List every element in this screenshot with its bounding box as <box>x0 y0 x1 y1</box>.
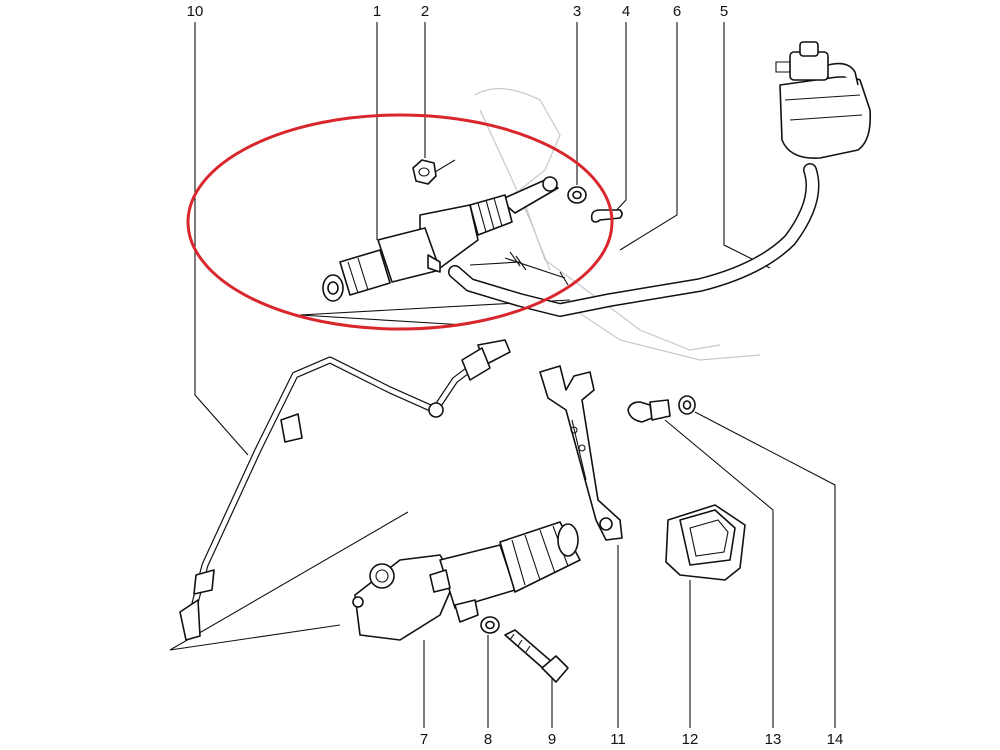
callout-10: 10 <box>187 3 204 20</box>
callout-1: 1 <box>373 3 381 20</box>
callout-14: 14 <box>827 731 844 748</box>
callout-9: 9 <box>548 731 556 748</box>
fluid-reservoir <box>775 41 872 159</box>
washer-3 <box>567 186 587 204</box>
callout-11: 11 <box>610 731 626 748</box>
rubber-boot <box>665 504 746 581</box>
ghost-pedal-outline <box>474 87 761 361</box>
callout-5: 5 <box>720 3 728 20</box>
callout-3: 3 <box>573 3 581 20</box>
split-pin <box>590 209 623 223</box>
clutch-pipe <box>179 339 511 641</box>
callout-7: 7 <box>420 731 428 748</box>
callout-2: 2 <box>421 3 429 20</box>
highlight-ellipse <box>186 113 614 331</box>
master-cylinder <box>322 176 559 302</box>
callout-4: 4 <box>622 3 630 20</box>
washer-14 <box>678 395 696 415</box>
leader-lines <box>194 22 836 728</box>
bolt-9 <box>504 629 569 683</box>
reservoir-hose <box>448 163 820 317</box>
callout-13: 13 <box>765 731 782 748</box>
callout-12: 12 <box>682 731 699 748</box>
washer-8 <box>480 616 500 634</box>
release-fork <box>539 365 623 541</box>
callout-numbers: 10 1 2 3 4 6 5 7 8 9 11 12 13 14 <box>187 3 844 748</box>
slave-cylinder <box>352 521 581 641</box>
callout-8: 8 <box>484 731 492 748</box>
hose-clip <box>504 251 569 286</box>
nut-2 <box>412 159 437 185</box>
bleed-screw <box>627 399 671 423</box>
callout-6: 6 <box>673 3 681 20</box>
